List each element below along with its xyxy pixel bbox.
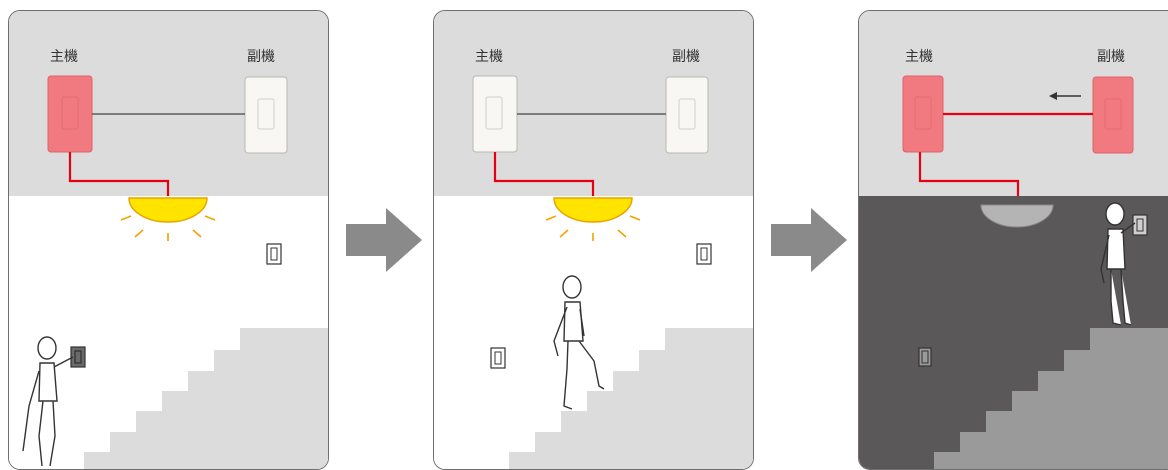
wall-switch-pressed <box>70 346 86 368</box>
next-step-arrow <box>771 208 847 272</box>
sub-switch-unit <box>244 76 288 154</box>
staircase <box>84 328 328 469</box>
wall-switch <box>490 347 506 369</box>
power-wire <box>68 152 170 196</box>
panel-3-diagram <box>902 75 1168 469</box>
sub-unit-label: 副機 <box>1097 49 1125 65</box>
main-unit-label: 主機 <box>905 49 933 65</box>
next-step-arrow <box>346 208 422 272</box>
power-wire <box>918 152 1020 196</box>
light-rays <box>545 215 641 241</box>
staircase <box>509 328 753 469</box>
person-figure <box>22 336 74 467</box>
scene-panel-2: 主機 副機 <box>433 10 754 470</box>
light-rays <box>120 215 216 241</box>
sub-switch-unit <box>665 76 709 154</box>
sub-unit-label: 副機 <box>247 49 275 65</box>
main-switch-unit <box>472 75 518 153</box>
ceiling-lamp-on <box>553 197 633 223</box>
signal-direction-arrow <box>1049 92 1081 100</box>
person-figure <box>553 275 605 410</box>
wall-switch <box>266 243 282 265</box>
power-wire <box>493 152 595 196</box>
panel-2-diagram <box>472 75 753 469</box>
wall-switch <box>696 243 712 265</box>
ceiling-lamp-off <box>980 204 1054 228</box>
scene-panel-1: 主機 副機 <box>8 10 329 470</box>
main-switch-unit <box>47 75 93 153</box>
wall-switch <box>1132 214 1148 236</box>
main-unit-label: 主機 <box>475 49 503 65</box>
person-figure <box>1100 202 1136 326</box>
staircase <box>934 328 1168 469</box>
sub-switch-unit <box>1092 76 1134 154</box>
scene-panel-3: 主機 副機 <box>858 10 1168 470</box>
ceiling-lamp-on <box>128 197 208 223</box>
sub-unit-label: 副機 <box>672 49 700 65</box>
panel-1-diagram <box>22 75 328 469</box>
main-unit-label: 主機 <box>50 49 78 65</box>
main-switch-unit <box>902 75 944 153</box>
